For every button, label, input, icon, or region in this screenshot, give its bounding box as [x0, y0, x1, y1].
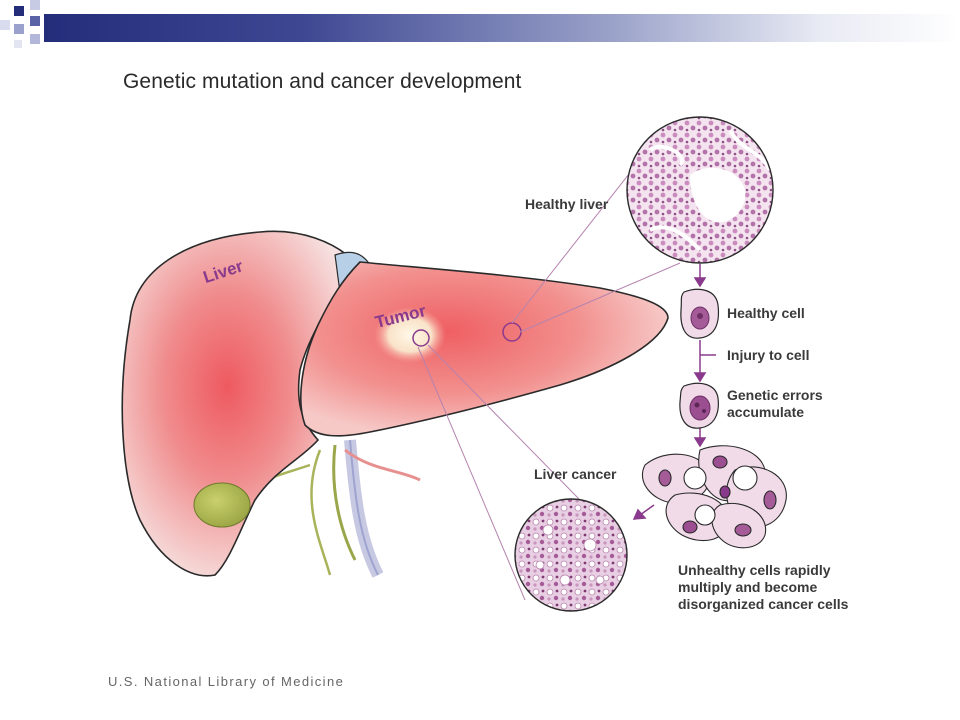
injury-to-cell-label: Injury to cell	[727, 347, 810, 363]
healthy-liver-label: Healthy liver	[525, 196, 609, 212]
callout-lines	[417, 159, 681, 601]
healthy-cell-label: Healthy cell	[727, 305, 805, 321]
deco-square	[14, 40, 22, 48]
liver-left-lobe	[121, 230, 356, 577]
source-credit: U.S. National Library of Medicine	[108, 674, 345, 689]
deco-square	[30, 16, 40, 26]
cancer-cell-cluster	[642, 445, 787, 549]
deco-square	[30, 0, 40, 10]
slide-decoration	[0, 0, 80, 60]
deco-square	[0, 20, 10, 30]
tumor-area	[374, 307, 446, 363]
gallbladder	[193, 482, 251, 528]
flow-arrows	[632, 264, 707, 520]
liver-cancer-label: Liver cancer	[534, 466, 617, 482]
genetic-errors-label: Genetic errors accumulate	[727, 387, 823, 420]
unhealthy-cells-label: Unhealthy cells rapidly multiply and bec…	[678, 562, 849, 612]
healthy-liver-micrograph	[626, 116, 774, 264]
header-bar	[44, 14, 960, 42]
deco-square	[30, 34, 40, 44]
page-title: Genetic mutation and cancer development	[123, 70, 522, 93]
deco-square	[14, 6, 24, 16]
tumor-marker	[412, 329, 430, 347]
healthy-cell	[680, 288, 720, 339]
deco-square	[14, 24, 24, 34]
liver-cancer-micrograph	[514, 498, 628, 612]
liver-right-lobe	[300, 261, 669, 437]
mutated-cell	[679, 382, 719, 429]
